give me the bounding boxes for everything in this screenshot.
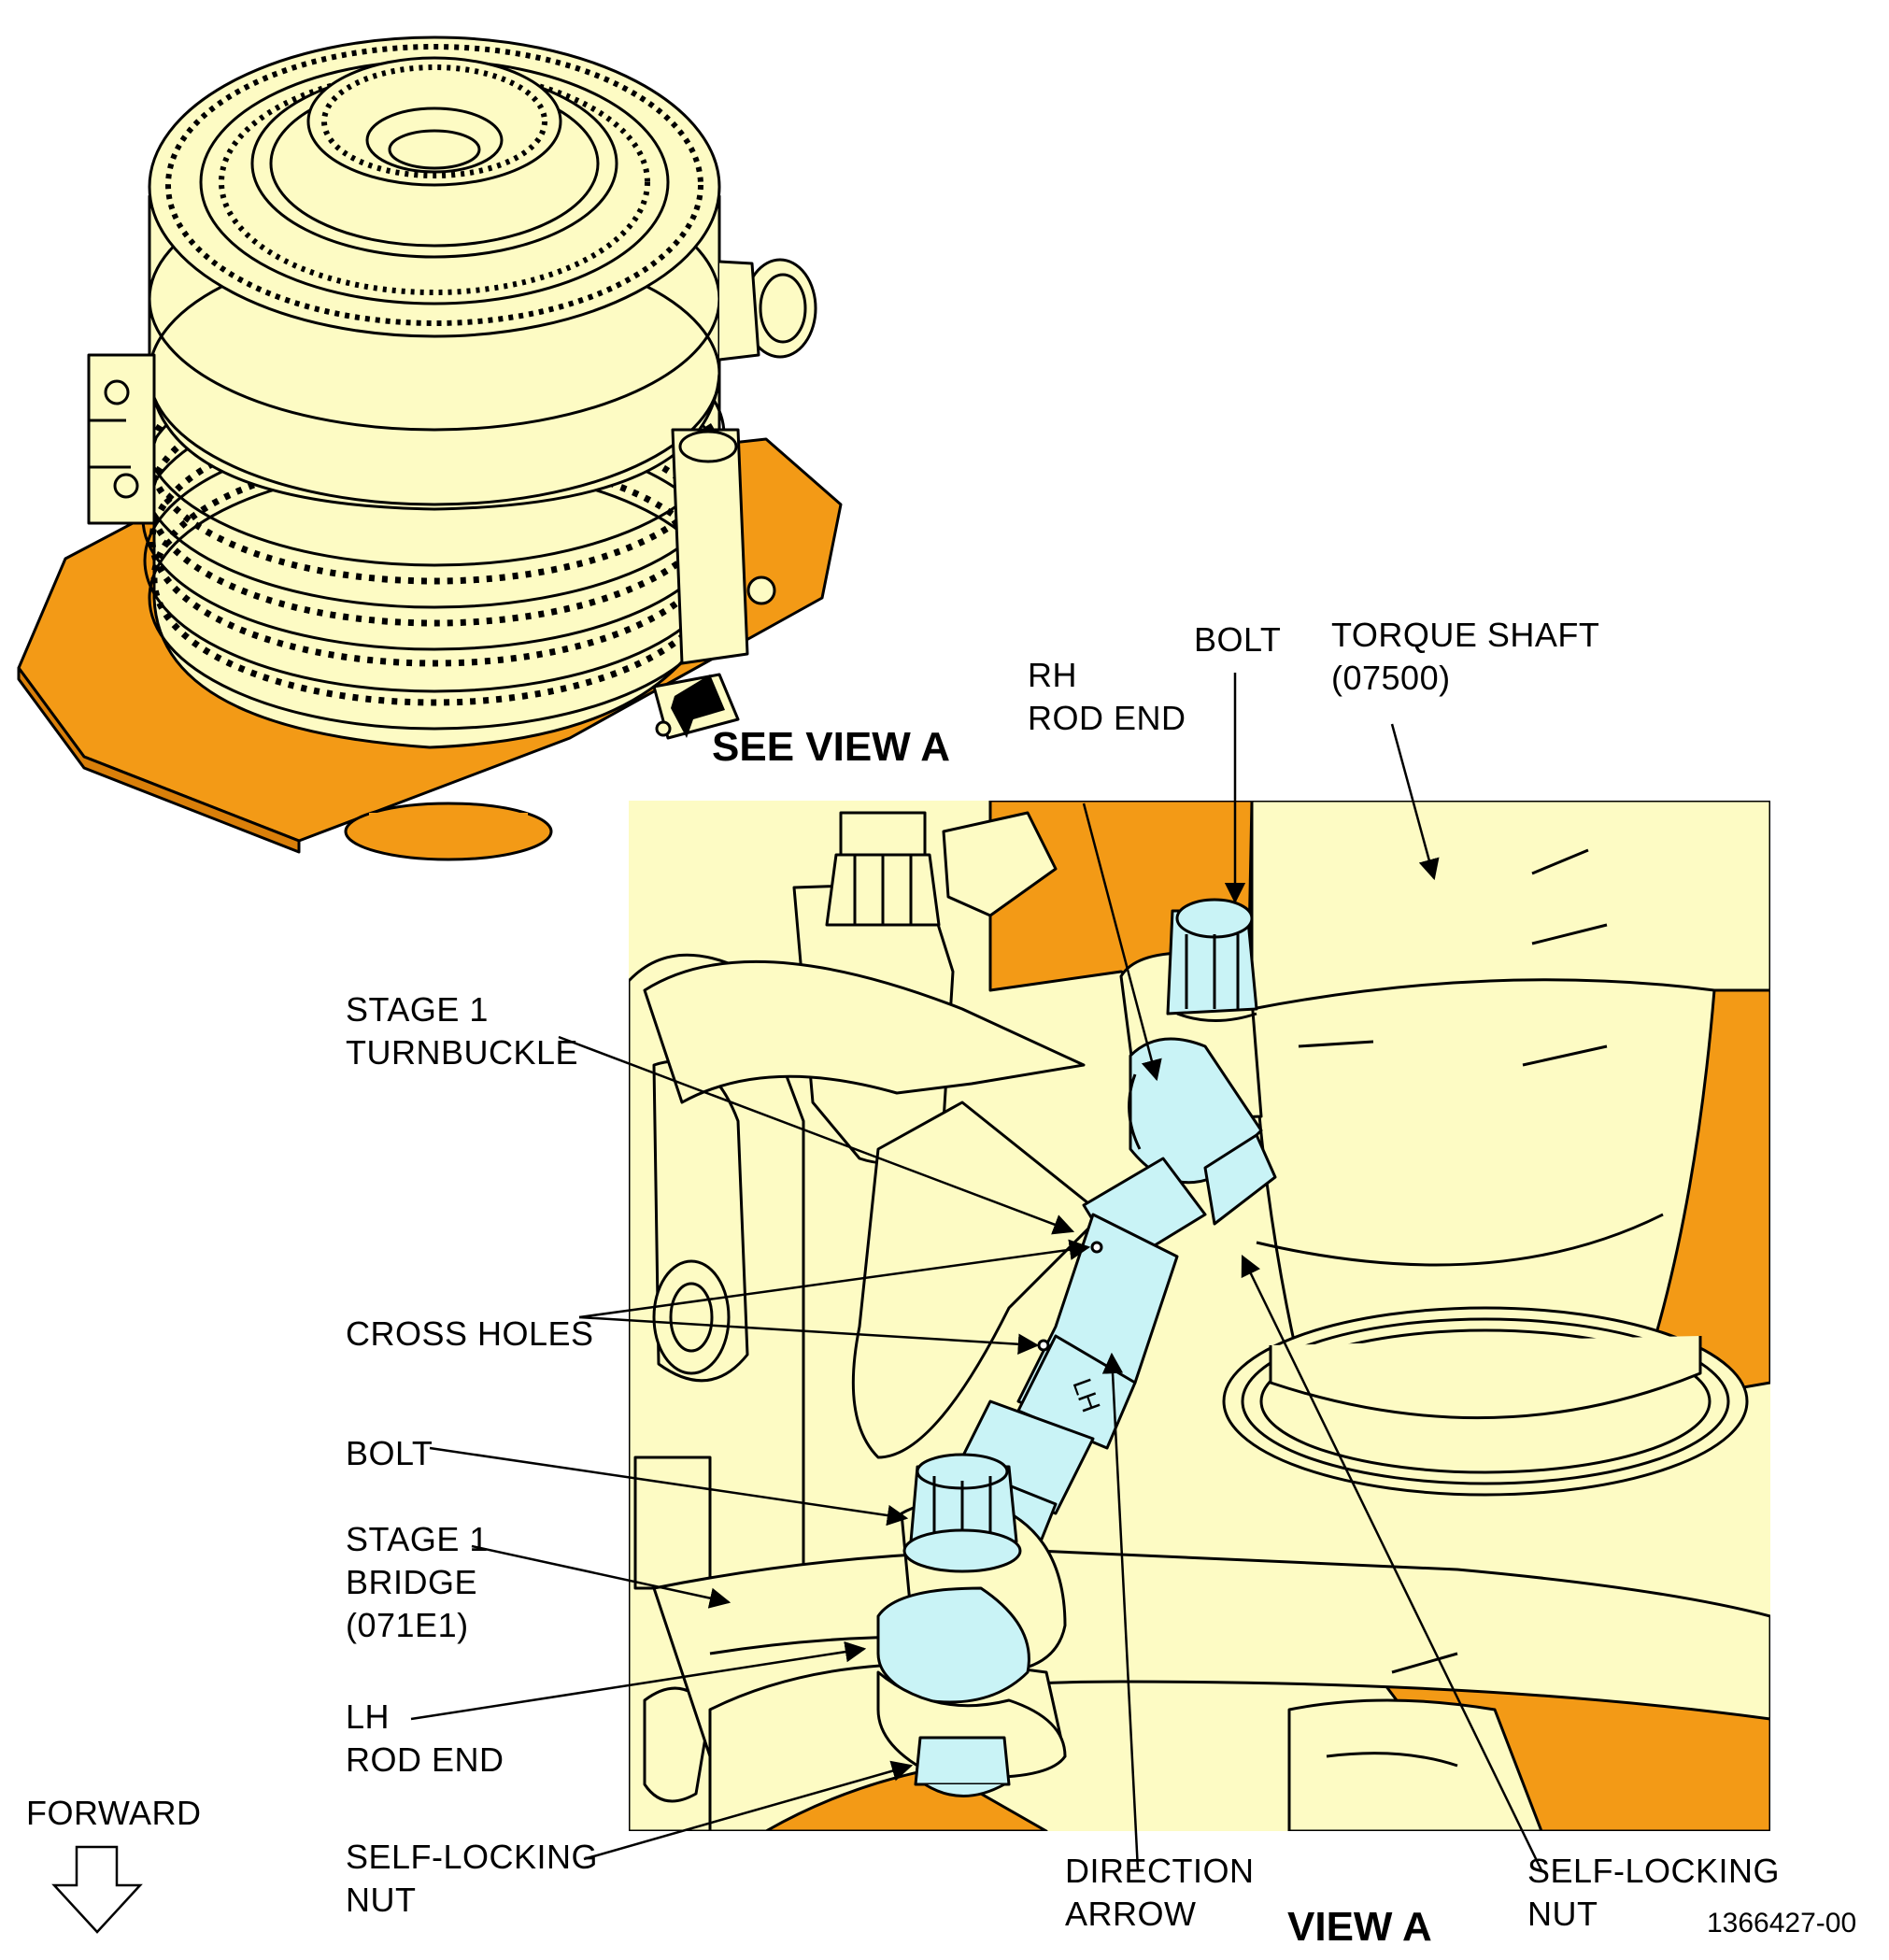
- bottom-self-locking-nut: [914, 1736, 1011, 1786]
- label-bolt-top: BOLT: [1194, 620, 1282, 659]
- label-bolt-bottom: BOLT: [346, 1434, 433, 1472]
- view-a-title: VIEW A: [1287, 1904, 1432, 1950]
- turnbuckle-assembly: LH: [937, 1133, 1277, 1553]
- see-view-a-callout: SEE VIEW A: [712, 724, 951, 770]
- label-cross-holes: CROSS HOLES: [346, 1314, 594, 1353]
- actuator-left: [87, 353, 156, 525]
- forward-label: FORWARD: [26, 1794, 202, 1832]
- label-lh-rod-end: LH ROD END: [346, 1697, 504, 1779]
- see-view-arrow-icon: [671, 675, 725, 738]
- label-stage1-bridge: STAGE 1 BRIDGE (071E1): [346, 1520, 489, 1644]
- label-torque-shaft: TORQUE SHAFT (07500): [1331, 616, 1600, 697]
- view-a-panel: LH: [629, 801, 1770, 1831]
- engine-overview: [17, 36, 843, 861]
- forward-arrow-icon: [51, 1845, 143, 1934]
- leader-lines: [410, 673, 1543, 1871]
- figure-number: 1366427-00: [1707, 1908, 1857, 1939]
- label-rh-rod-end: RH ROD END: [1028, 656, 1186, 737]
- label-stage1-turnbuckle: STAGE 1 TURNBUCKLE: [346, 990, 579, 1072]
- label-direction-arrow: DIRECTION ARROW: [1065, 1852, 1255, 1933]
- torque-shaft-overview: [671, 428, 749, 665]
- label-self-locking-nut-right: SELF-LOCKING NUT: [1527, 1852, 1781, 1933]
- label-self-locking-nut-left: SELF-LOCKING NUT: [346, 1838, 599, 1919]
